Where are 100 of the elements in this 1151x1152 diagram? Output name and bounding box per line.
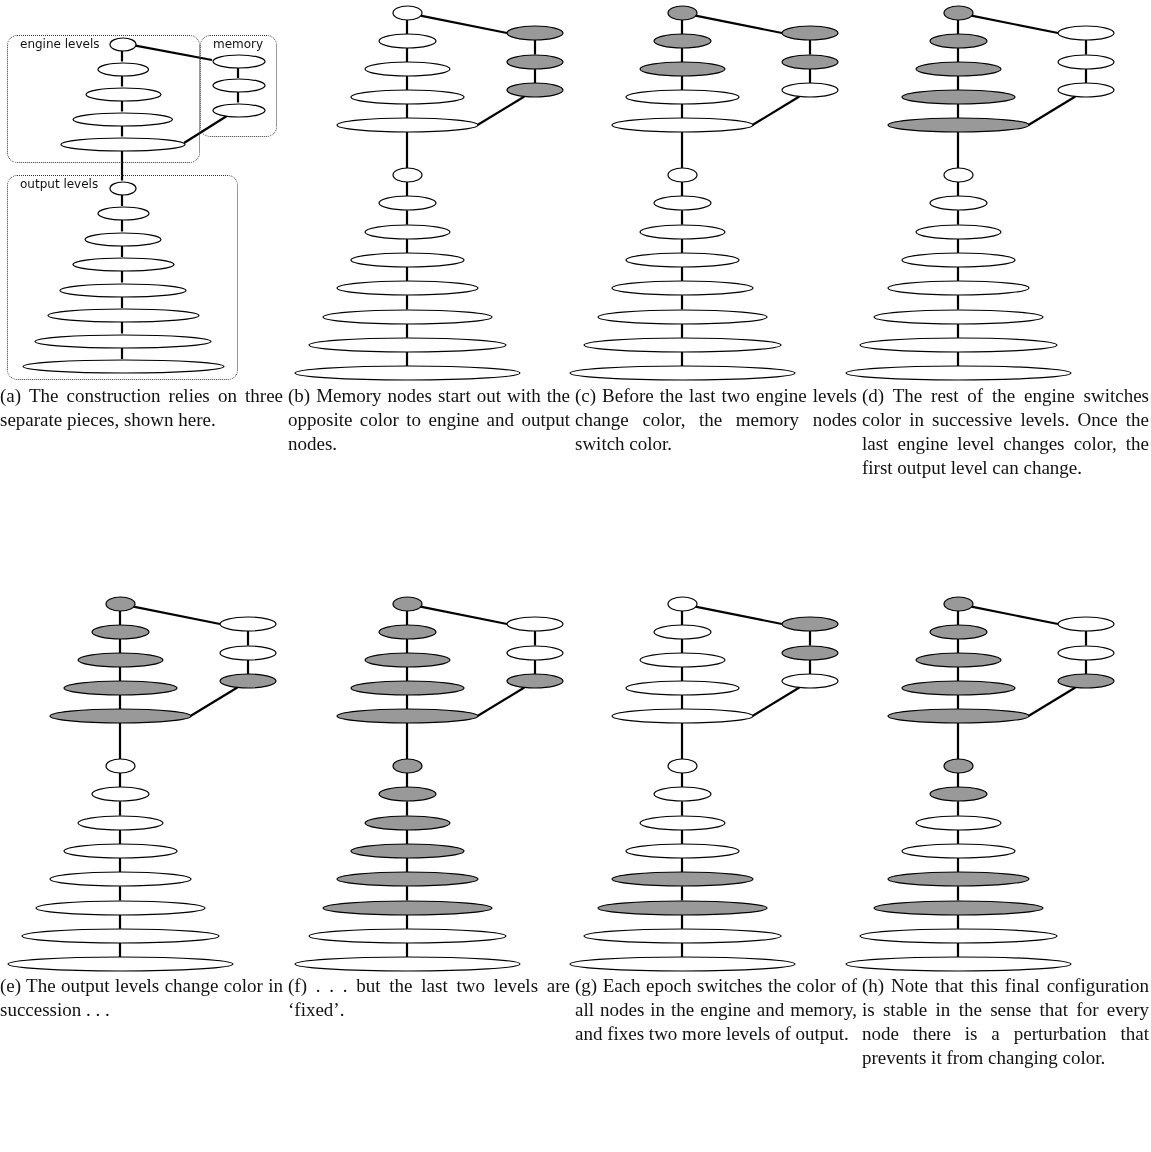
panel-caption: (d) The rest of the engine switches color in successive levels. Once the last engine level changes color, the first output level can change. [862, 384, 1149, 480]
oval-node [212, 102, 266, 118]
oval-node [293, 365, 521, 382]
oval-node [391, 167, 423, 183]
oval-node [377, 786, 437, 803]
connector-line [405, 132, 409, 168]
oval-node [349, 89, 465, 105]
connector-line [751, 95, 800, 126]
oval-node [666, 596, 698, 612]
panel-caption: (a) The construction relies on three separate pieces, shown here. [0, 384, 283, 432]
panel-caption: (g) Each epoch switches the color of all nodes in the engine and memory, and fixes two more levels of output. [575, 974, 857, 1046]
oval-node [900, 89, 1016, 105]
oval-node [109, 36, 137, 52]
oval-node [363, 652, 451, 668]
connector-line [476, 686, 525, 717]
oval-node [900, 680, 1016, 696]
connector-line [695, 14, 783, 35]
oval-node [506, 82, 564, 98]
oval-node [506, 53, 564, 70]
oval-node [321, 899, 493, 916]
oval-node [928, 33, 988, 49]
oval-node [62, 680, 178, 696]
oval-node [596, 899, 768, 916]
connector-line [971, 605, 1059, 626]
connector-line [120, 149, 124, 181]
oval-node [610, 117, 754, 133]
oval-node [652, 33, 712, 49]
oval-node [46, 308, 200, 323]
oval-node [666, 167, 698, 183]
oval-node [942, 596, 974, 612]
oval-node [886, 280, 1030, 297]
oval-node [596, 308, 768, 325]
oval-node [900, 842, 1016, 859]
connector-line [1027, 95, 1076, 126]
oval-node [109, 180, 137, 196]
oval-node [582, 927, 782, 944]
connector-line [1027, 686, 1076, 717]
oval-node [335, 871, 479, 888]
oval-node [624, 251, 740, 268]
oval-node [34, 333, 212, 349]
oval-node [900, 251, 1016, 268]
connector-line [680, 723, 684, 759]
oval-node [781, 25, 839, 41]
oval-node [624, 842, 740, 859]
oval-node [1057, 644, 1115, 661]
oval-node [914, 814, 1002, 831]
oval-node [886, 117, 1030, 133]
connector-line [695, 605, 783, 626]
oval-node [76, 814, 164, 831]
oval-node [928, 786, 988, 803]
oval-node [34, 899, 206, 916]
oval-node [391, 596, 423, 612]
oval-node [104, 596, 136, 612]
oval-node [666, 758, 698, 774]
oval-node [60, 136, 186, 152]
oval-node [858, 927, 1058, 944]
panel-caption: (h) Note that this final configuration is stable in the sense that for every node there is a perturbation that prevents it from changing color. [862, 974, 1149, 1070]
oval-node [942, 5, 974, 21]
oval-node [844, 365, 1072, 382]
oval-node [1057, 25, 1115, 41]
oval-node [90, 624, 150, 640]
oval-node [96, 61, 150, 77]
connector-line [476, 95, 525, 126]
oval-node [72, 111, 174, 127]
connector-line [971, 14, 1059, 35]
oval-node [942, 758, 974, 774]
oval-node [914, 61, 1002, 77]
connector-line [420, 14, 508, 35]
oval-node [844, 956, 1072, 973]
panel-caption: (b) Memory nodes start out with the opposite color to engine and output nodes. [288, 384, 570, 456]
oval-node [624, 680, 740, 696]
oval-node [377, 33, 437, 49]
oval-node [506, 616, 564, 632]
connector-line [133, 44, 213, 62]
oval-node [914, 223, 1002, 240]
oval-node [349, 842, 465, 859]
oval-node [6, 956, 234, 973]
oval-node [321, 308, 493, 325]
connector-line [405, 723, 409, 759]
oval-node [652, 786, 712, 803]
oval-node [886, 708, 1030, 724]
oval-node [71, 257, 175, 272]
oval-node [610, 871, 754, 888]
connector-line [956, 723, 960, 759]
oval-node [1057, 53, 1115, 70]
oval-node [363, 814, 451, 831]
oval-node [652, 195, 712, 212]
oval-node [377, 624, 437, 640]
group-label: memory [213, 37, 264, 51]
oval-node [293, 956, 521, 973]
oval-node [212, 53, 266, 69]
oval-node [638, 61, 726, 77]
oval-node [96, 206, 150, 221]
oval-node [1057, 82, 1115, 98]
panel-caption: (f) . . . but the last two levels are ‘fixed’. [288, 974, 570, 1022]
oval-node [858, 336, 1058, 353]
connector-line [118, 723, 122, 759]
oval-node [942, 167, 974, 183]
oval-node [84, 86, 162, 102]
oval-node [568, 956, 796, 973]
